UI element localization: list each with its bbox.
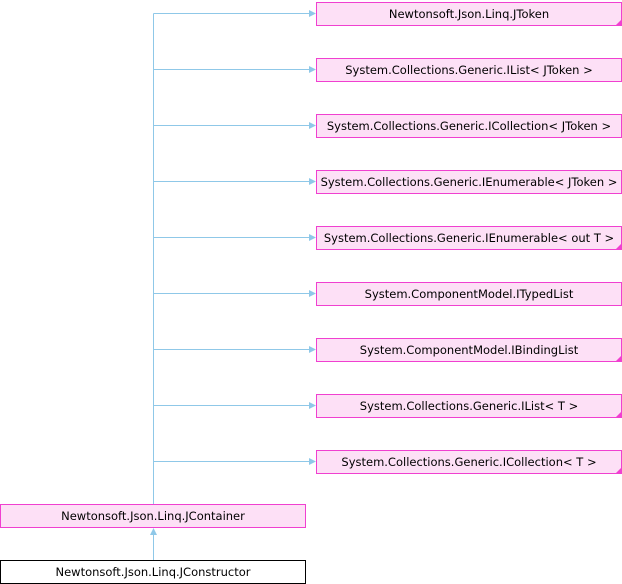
node-label: Newtonsoft.Json.Linq.JToken <box>388 7 550 21</box>
node-label: System.Collections.Generic.ICollection< … <box>326 119 612 133</box>
external-link-marker-icon <box>616 244 621 249</box>
node-base-8[interactable]: System.Collections.Generic.ICollection< … <box>316 450 622 474</box>
arrowhead <box>309 178 316 185</box>
node-base-2[interactable]: System.Collections.Generic.ICollection< … <box>316 114 622 138</box>
node-jcontainer[interactable]: Newtonsoft.Json.Linq.JContainer <box>0 504 306 528</box>
external-link-marker-icon <box>616 356 621 361</box>
arrowhead <box>150 528 157 535</box>
arrowhead <box>309 66 316 73</box>
node-base-6[interactable]: System.ComponentModel.IBindingList <box>316 338 622 362</box>
node-base-7[interactable]: System.Collections.Generic.IList< T > <box>316 394 622 418</box>
external-link-marker-icon <box>616 20 621 25</box>
node-label: Newtonsoft.Json.Linq.JContainer <box>61 509 245 523</box>
node-label: System.ComponentModel.ITypedList <box>364 287 574 301</box>
node-base-0[interactable]: Newtonsoft.Json.Linq.JToken <box>316 2 622 26</box>
node-label: System.Collections.Generic.IList< T > <box>359 399 579 413</box>
external-link-marker-icon <box>616 468 621 473</box>
arrowhead <box>309 10 316 17</box>
node-label: System.Collections.Generic.IEnumerable< … <box>320 175 618 189</box>
external-link-marker-icon <box>616 412 621 417</box>
arrowhead <box>309 346 316 353</box>
node-base-5[interactable]: System.ComponentModel.ITypedList <box>316 282 622 306</box>
node-base-4[interactable]: System.Collections.Generic.IEnumerable< … <box>316 226 622 250</box>
node-base-3[interactable]: System.Collections.Generic.IEnumerable< … <box>316 170 622 194</box>
arrowhead <box>309 402 316 409</box>
node-label: System.ComponentModel.IBindingList <box>359 343 579 357</box>
arrowhead <box>309 234 316 241</box>
node-base-1[interactable]: System.Collections.Generic.IList< JToken… <box>316 58 622 82</box>
node-jconstructor: Newtonsoft.Json.Linq.JConstructor <box>0 560 306 584</box>
arrowhead <box>309 290 316 297</box>
node-label: System.Collections.Generic.IEnumerable< … <box>323 231 615 245</box>
node-label: System.Collections.Generic.ICollection< … <box>341 455 597 469</box>
node-label: Newtonsoft.Json.Linq.JConstructor <box>55 565 251 579</box>
node-label: System.Collections.Generic.IList< JToken… <box>345 63 593 77</box>
arrowhead <box>309 122 316 129</box>
arrowhead <box>309 458 316 465</box>
